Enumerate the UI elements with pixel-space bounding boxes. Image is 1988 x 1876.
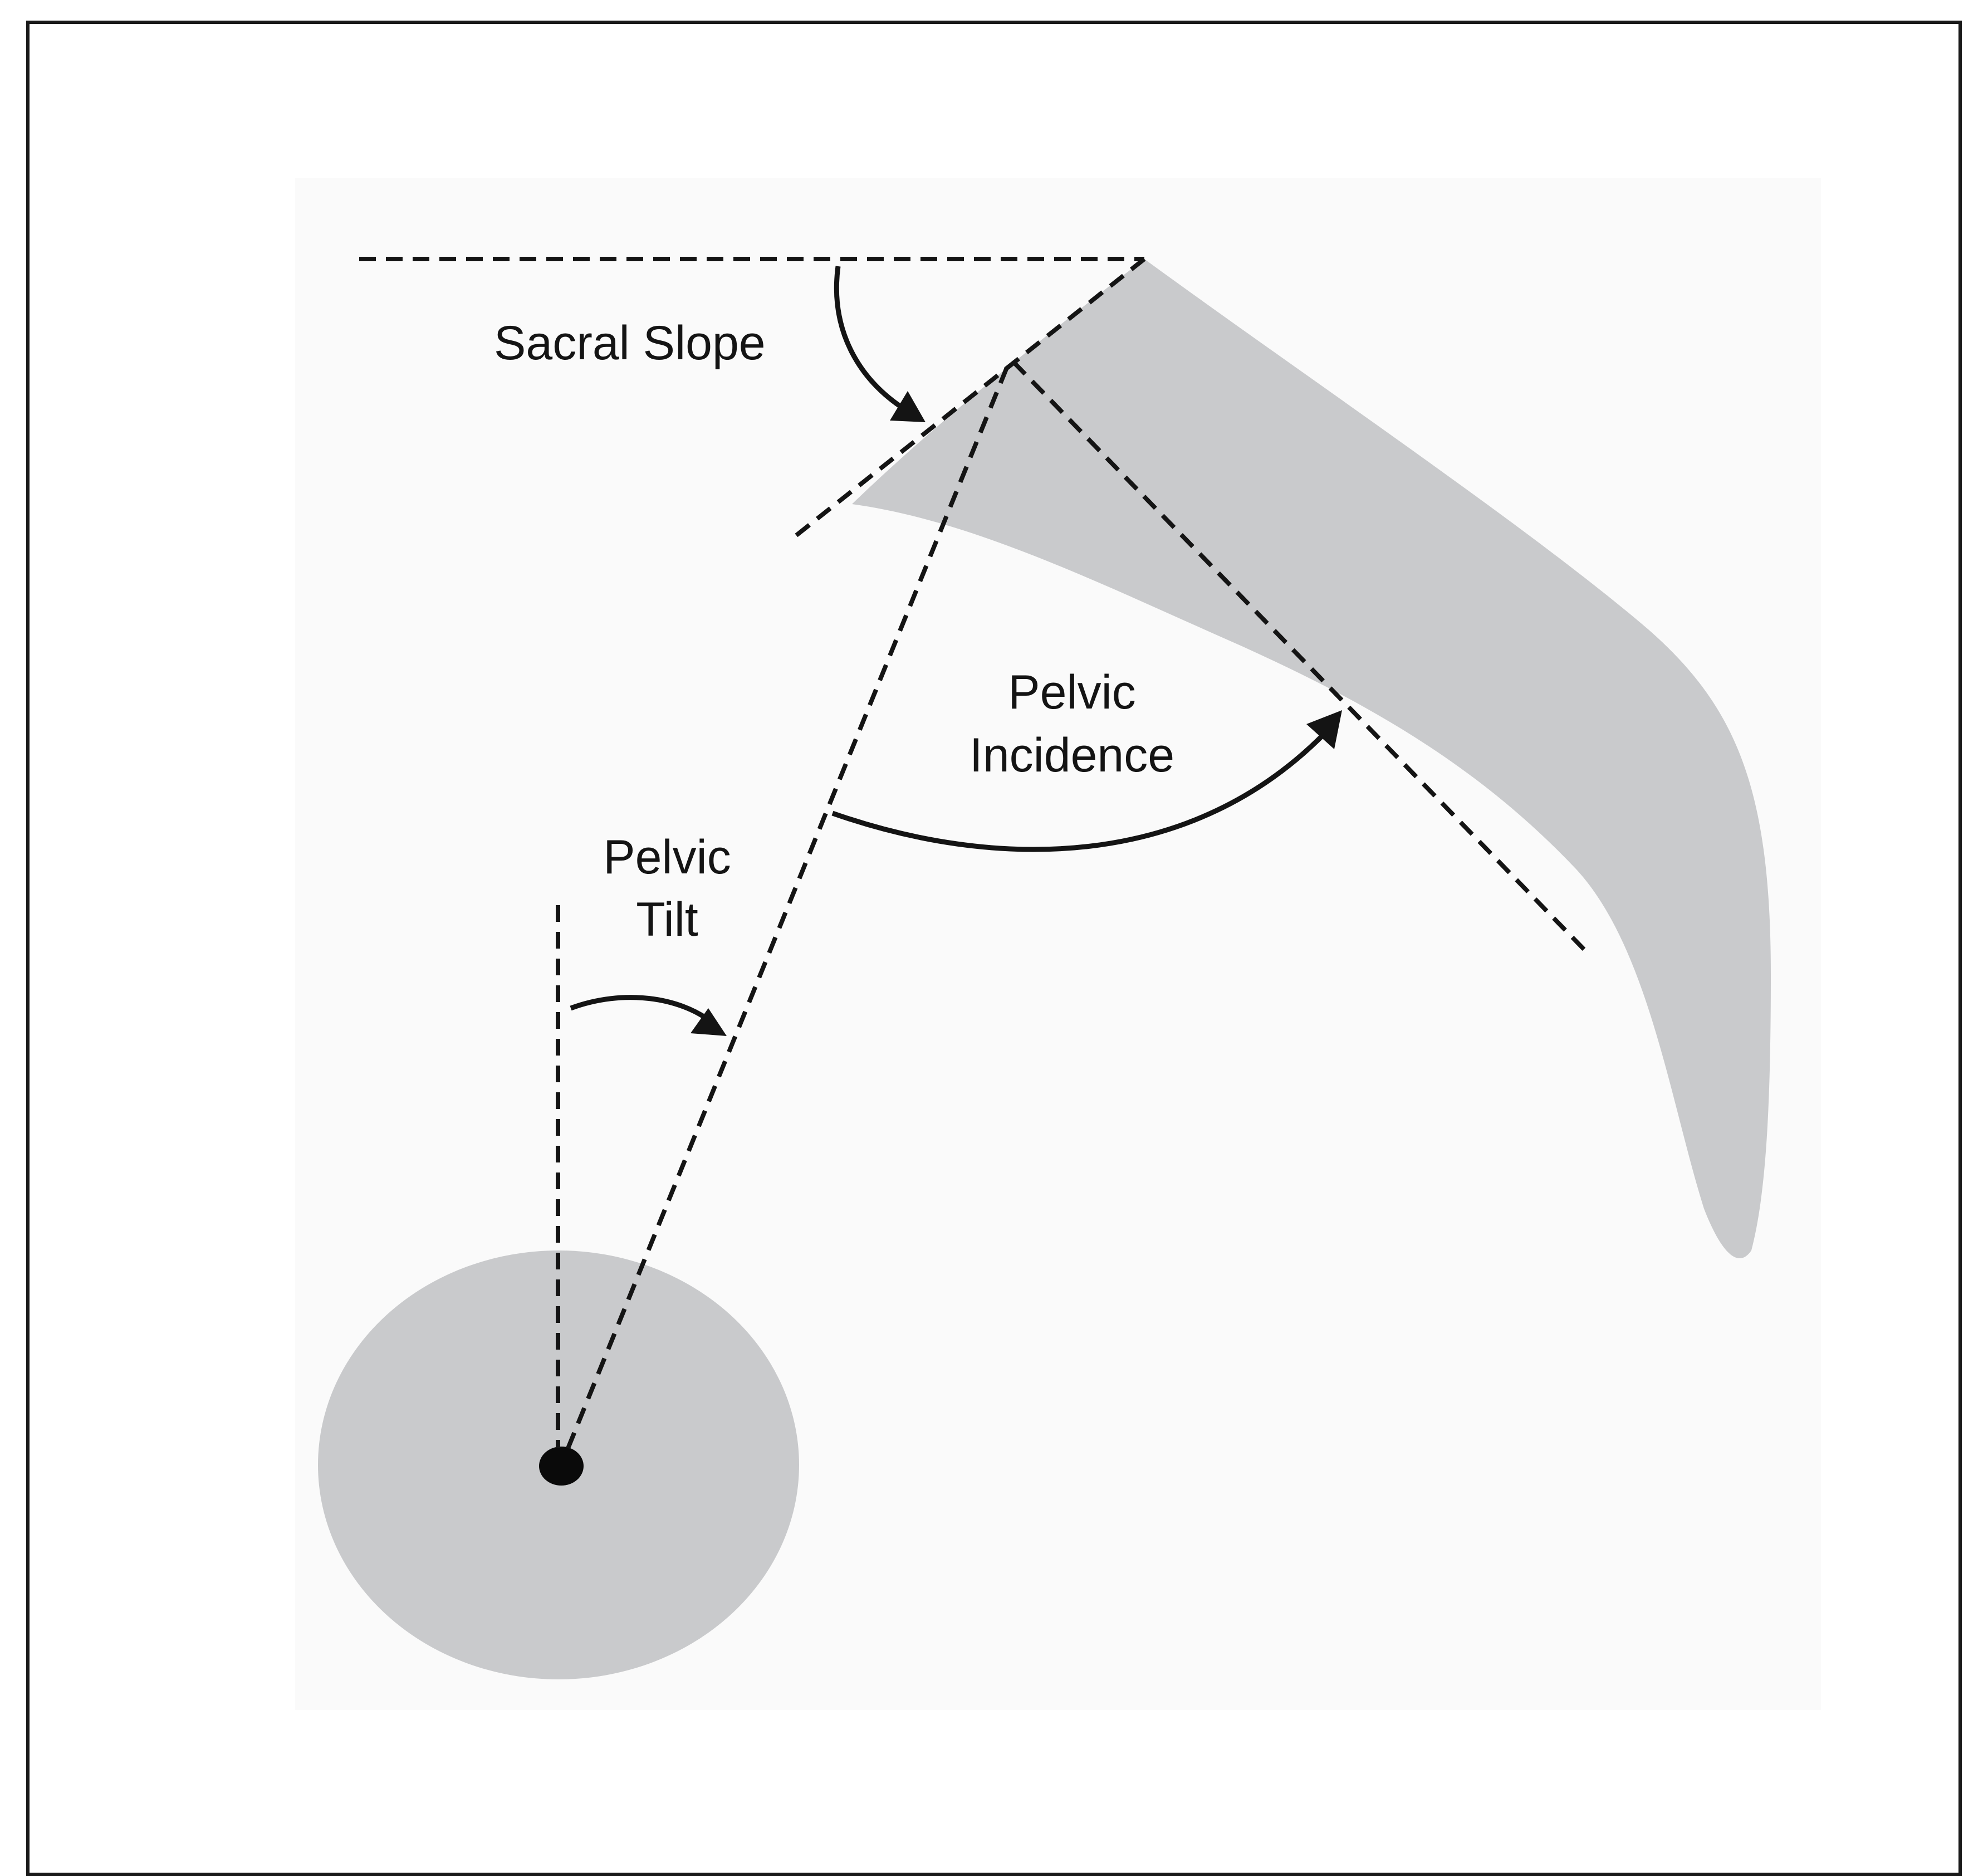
endplate-perpendicular-line — [1012, 360, 1589, 954]
label-sacral-slope: Sacral Slope — [494, 316, 766, 370]
label-pelvic-incidence-line2: Incidence — [969, 729, 1174, 782]
sacral-endplate-line — [792, 257, 1146, 540]
sacral-slope-arrow — [834, 266, 926, 422]
label-pelvic-tilt-line1: Pelvic — [603, 830, 731, 884]
label-pelvic-tilt-line2: Tilt — [636, 893, 698, 946]
sacrum-shape — [852, 259, 1771, 1259]
pelvic-tilt-arrow — [570, 995, 727, 1036]
hip-axis-to-endplate-line — [566, 367, 1009, 1449]
femoral-head-center-dot — [539, 1447, 584, 1486]
pelvic-incidence-arrow — [831, 710, 1342, 852]
label-pelvic-incidence-line1: Pelvic — [1008, 666, 1135, 719]
